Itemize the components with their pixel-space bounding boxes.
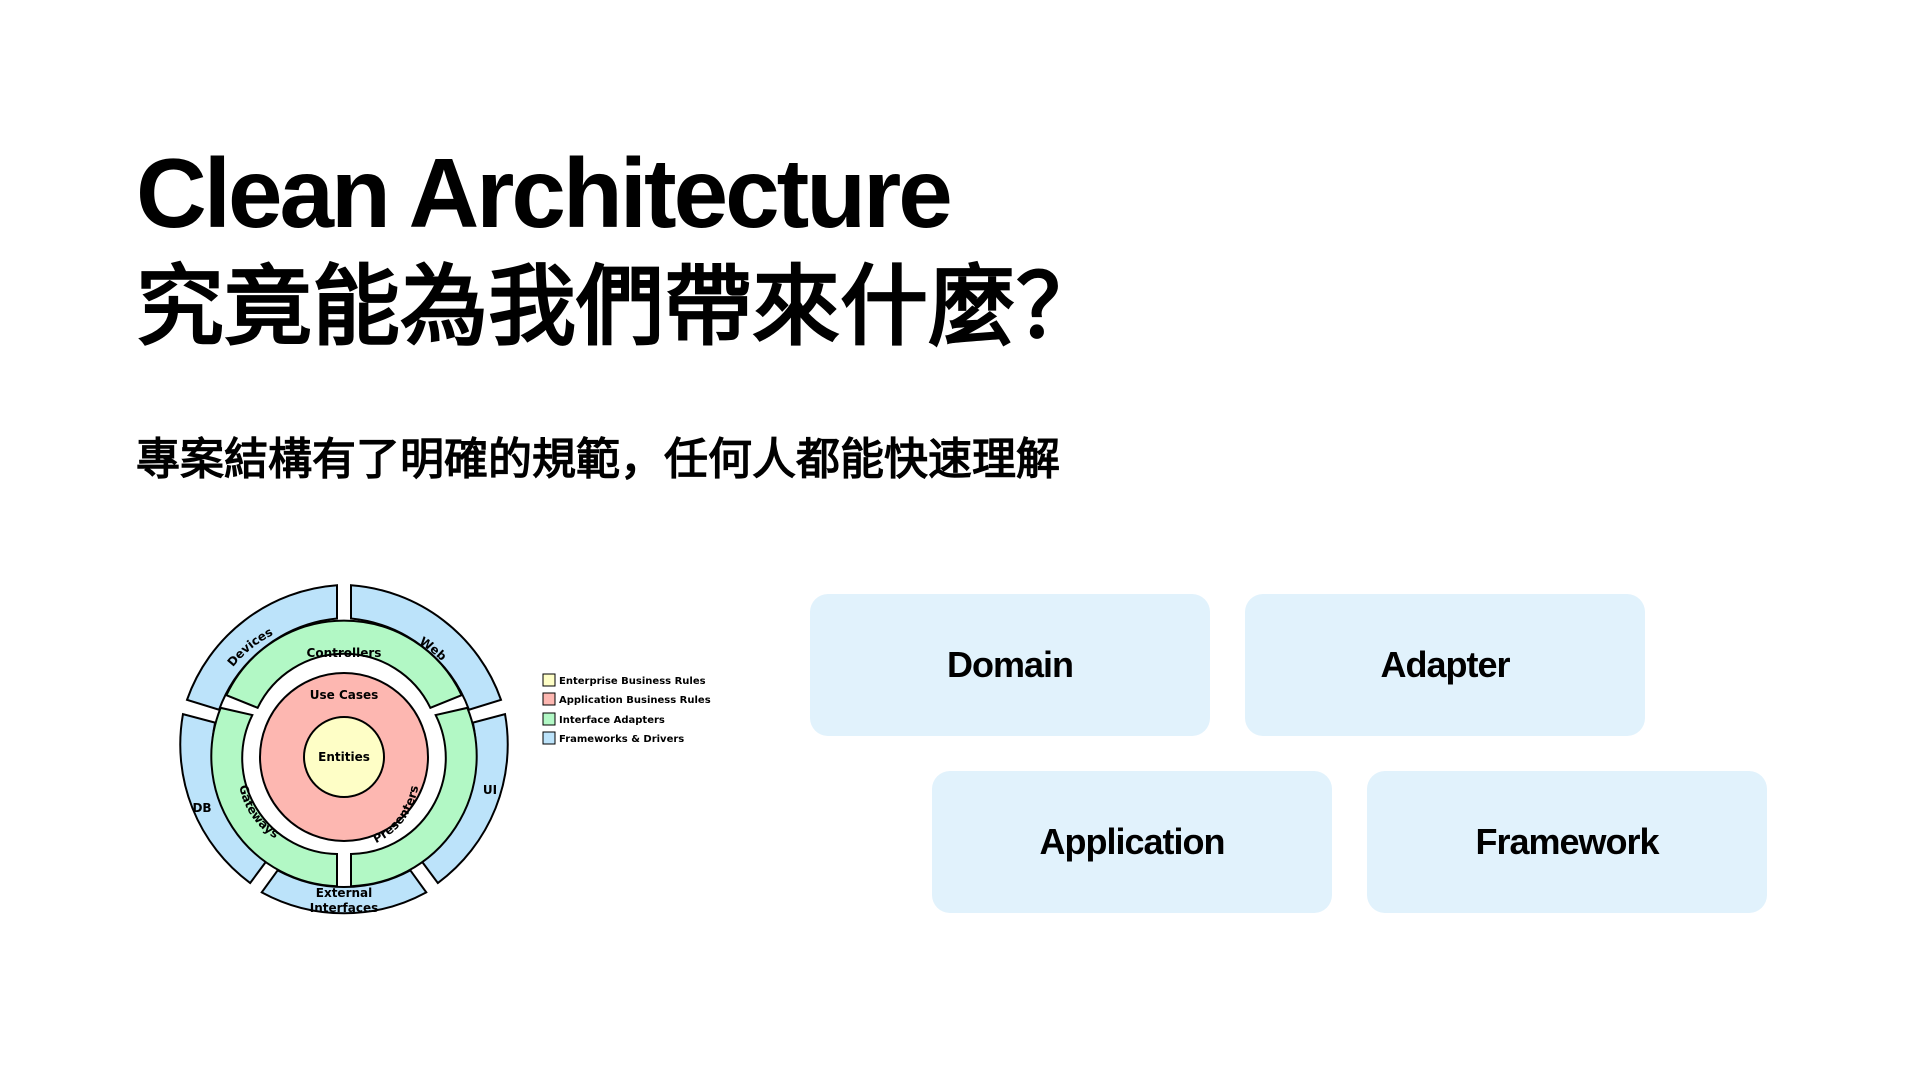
layer-box-adapter: Adapter	[1245, 594, 1645, 736]
layer-box-domain: Domain	[810, 594, 1210, 736]
layer-box-application: Application	[932, 771, 1332, 913]
slide-title-line2: 究竟能為我們帶來什麼？	[136, 255, 1105, 358]
ring-segment-controllers	[225, 619, 463, 710]
label-controllers: Controllers	[307, 646, 382, 660]
slide-title-line1: Clean Architecture	[136, 138, 953, 248]
ring-entities	[303, 716, 385, 798]
ring-segment-presenters	[350, 706, 478, 888]
diagram-legend: Enterprise Business Rules Application Bu…	[542, 673, 711, 745]
legend-label-enterprise: Enterprise Business Rules	[559, 676, 706, 687]
slide-subtitle: 專案結構有了明確的規範，任何人都能快速理解	[136, 434, 1060, 485]
legend-label-application: Application Business Rules	[559, 695, 711, 706]
label-ui: UI	[483, 783, 497, 797]
label-db: DB	[192, 801, 211, 815]
clean-architecture-diagram: Entities Use Cases Controllers Gateways …	[179, 584, 711, 915]
ring-segment-gateways	[210, 706, 338, 888]
legend-label-interface: Interface Adapters	[559, 715, 665, 726]
legend-swatch-interface	[542, 712, 556, 726]
layer-box-framework: Framework	[1367, 771, 1767, 913]
legend-swatch-application	[542, 692, 556, 706]
label-entities: Entities	[318, 750, 370, 764]
label-external: External	[316, 886, 372, 900]
label-interfaces: Interfaces	[310, 901, 379, 915]
legend-swatch-enterprise	[542, 673, 556, 687]
label-use-cases: Use Cases	[310, 688, 379, 702]
legend-label-frameworks: Frameworks & Drivers	[559, 734, 684, 745]
legend-swatch-frameworks	[542, 731, 556, 745]
